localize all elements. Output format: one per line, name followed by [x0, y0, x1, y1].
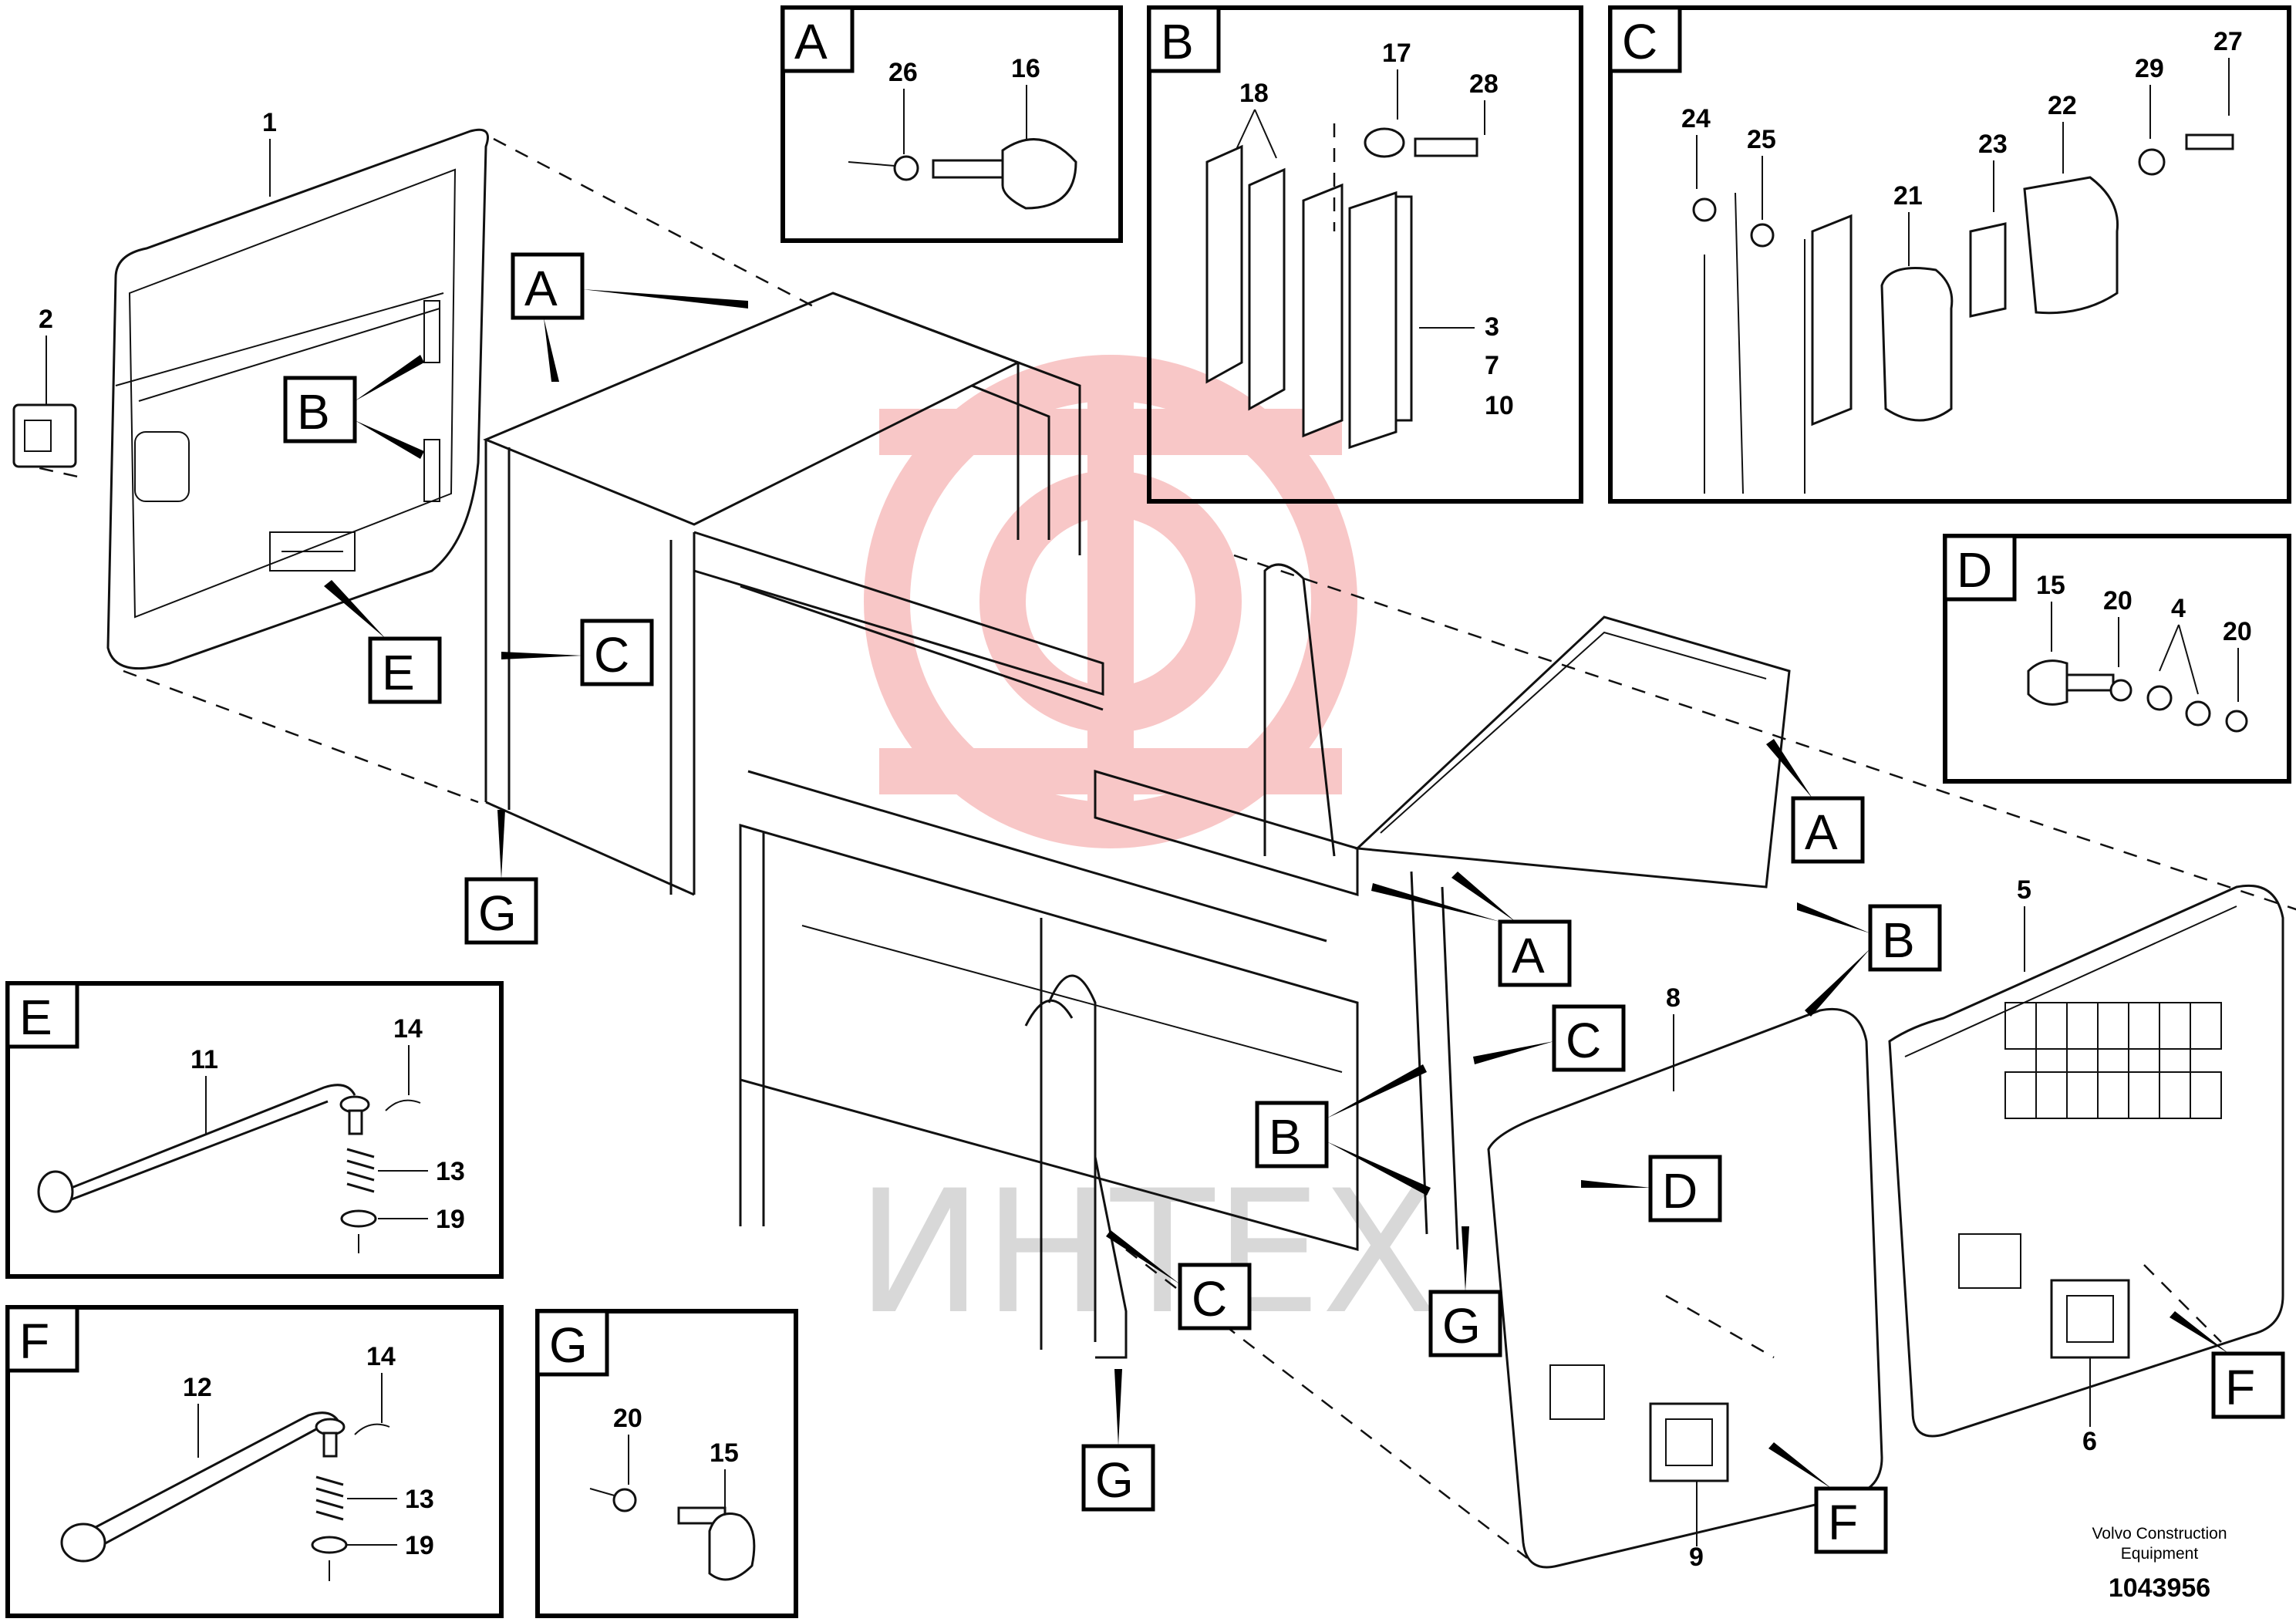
part-number-panel-left-latch: 9	[1689, 1543, 1704, 1572]
part-number-panel-right-latch: 6	[2082, 1427, 2097, 1456]
detail-e-tag: E	[19, 990, 52, 1045]
detail-f-part-14: 14	[366, 1342, 396, 1371]
tag-bottom-g: G	[1095, 1452, 1134, 1508]
tag-frame-c-left: C	[594, 627, 629, 683]
part-number-panel-right: 5	[2017, 875, 2031, 905]
detail-b-part-18: 18	[1239, 79, 1269, 108]
detail-b-part-28: 28	[1469, 69, 1499, 99]
detail-f-part-13: 13	[405, 1485, 434, 1514]
tag-frame-a-top: A	[524, 261, 558, 316]
detail-b-part-17: 17	[1382, 39, 1411, 68]
detail-c-tag: C	[1622, 14, 1657, 69]
detail-view-a: A 26 16	[781, 5, 1123, 243]
detail-c-part-24: 24	[1681, 104, 1711, 133]
detail-d-part-20b: 20	[2223, 617, 2252, 646]
detail-b-part-3: 3	[1485, 312, 1499, 342]
door-assembly	[12, 128, 489, 670]
vent-slots	[2004, 1002, 2222, 1119]
main-part-numbers: 1 2 8 9 5 6	[39, 108, 2097, 1572]
tag-mid-b: B	[1882, 912, 1915, 968]
door-handle	[12, 403, 77, 468]
detail-f-part-12: 12	[183, 1373, 212, 1402]
tag-mid-b2: B	[1269, 1109, 1302, 1165]
detail-view-b: B 18 17 28 3 7 10	[1147, 5, 1583, 504]
tag-panel-d: D	[1662, 1163, 1698, 1219]
part-number-door-handle: 2	[39, 305, 53, 334]
watermark: ИНТЕХ	[856, 355, 1438, 1351]
detail-f-tag: F	[19, 1313, 49, 1369]
detail-c-part-29: 29	[2135, 54, 2164, 83]
detail-d-tag: D	[1957, 542, 1992, 598]
detail-view-e: E 11 14 13 19	[5, 981, 504, 1279]
detail-b-part-10: 10	[1485, 391, 1514, 420]
detail-view-f: F 12 14 13 19	[5, 1305, 504, 1618]
detail-view-c: C 24 25 21 23 22 29 27	[1608, 5, 2291, 504]
detail-a-part-16: 16	[1011, 54, 1040, 83]
detail-g-part-20: 20	[613, 1404, 642, 1433]
tag-panel-f-right: F	[2225, 1360, 2255, 1415]
tag-bottom-c: C	[1192, 1271, 1227, 1327]
tag-frame-g-left: G	[478, 885, 517, 941]
detail-e-part-11: 11	[190, 1045, 218, 1074]
tag-panel-f-left: F	[1828, 1495, 1858, 1550]
detail-c-part-25: 25	[1747, 125, 1776, 154]
detail-b-part-7: 7	[1485, 351, 1499, 380]
detail-c-part-21: 21	[1893, 181, 1923, 211]
side-panel-left	[1487, 1007, 1883, 1569]
part-number-door: 1	[262, 108, 277, 137]
detail-e-part-19: 19	[436, 1205, 465, 1234]
tag-panel-g: G	[1442, 1298, 1481, 1354]
watermark-gear-logo	[864, 355, 1357, 848]
detail-f-part-19: 19	[405, 1531, 434, 1560]
side-panel-right	[1888, 884, 2284, 1438]
detail-g-part-15: 15	[710, 1438, 739, 1468]
tag-mid-c: C	[1566, 1013, 1601, 1068]
detail-g-tag: G	[549, 1317, 588, 1373]
detail-a-tag: A	[794, 14, 828, 69]
detail-c-part-27: 27	[2213, 27, 2243, 56]
detail-d-part-15: 15	[2036, 571, 2065, 600]
detail-d-part-4: 4	[2171, 594, 2186, 623]
company-name-line2: Equipment	[2121, 1545, 2199, 1563]
detail-view-g: G 20 15	[535, 1309, 798, 1618]
tag-door-e: E	[382, 645, 415, 700]
drawing-number: 1043956	[2109, 1573, 2210, 1603]
title-block: Volvo Construction Equipment 1043956	[2092, 1525, 2227, 1603]
detail-c-part-22: 22	[2048, 91, 2077, 120]
detail-a-part-26: 26	[888, 58, 918, 87]
watermark-text: ИНТЕХ	[856, 1154, 1438, 1351]
company-name-line1: Volvo Construction	[2092, 1525, 2227, 1543]
detail-e-part-13: 13	[436, 1157, 465, 1186]
detail-b-tag: B	[1161, 14, 1194, 69]
detail-c-part-23: 23	[1978, 130, 2008, 159]
tag-mid-a: A	[1512, 928, 1545, 983]
main-reference-tags: B E A C G A A B C B	[283, 252, 2285, 1554]
detail-d-part-20a: 20	[2103, 586, 2132, 615]
detail-e-part-14: 14	[393, 1014, 423, 1044]
cab-frame	[483, 292, 1791, 1359]
detail-view-d: D 15 20 4 20	[1943, 534, 2291, 784]
tag-door-b: B	[297, 384, 330, 440]
part-number-panel-left: 8	[1666, 983, 1681, 1013]
tag-rear-a: A	[1805, 804, 1838, 860]
